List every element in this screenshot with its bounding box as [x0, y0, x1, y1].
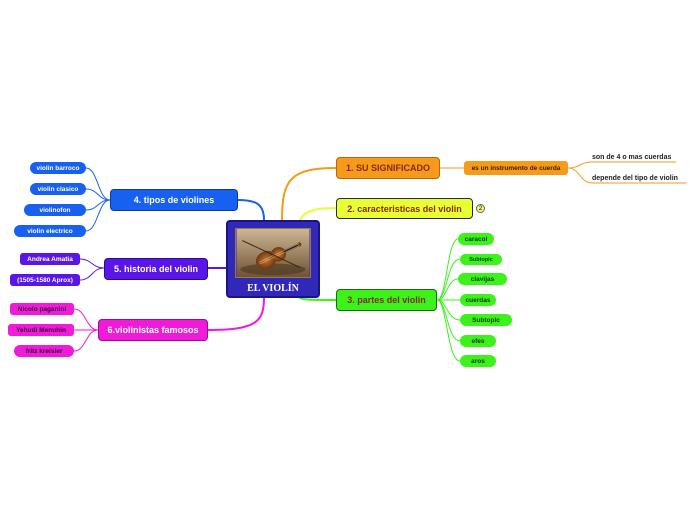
topic-partes[interactable]: 3. partes del violin: [336, 289, 437, 311]
violinista-item[interactable]: Nicolo paganini: [10, 303, 74, 315]
topic-significado-label: 1. SU SIGNIFICADO: [345, 163, 430, 173]
tipo-item-label: violin clasico: [37, 185, 79, 193]
violinista-item-label: Nicolo paganini: [17, 305, 67, 313]
connector-tipos: [237, 199, 265, 221]
part-item-label: Subtopic: [472, 316, 500, 324]
topic-partes-label: 3. partes del violin: [347, 295, 426, 305]
part-item-label: caracol: [464, 235, 488, 243]
detail-cuerdas-label: son de 4 o mas cuerdas: [592, 153, 672, 161]
historia-item[interactable]: (1505-1580 Aprox): [10, 274, 80, 286]
detail-tipo-label: depende del tipo de violin: [592, 174, 678, 182]
topic-violinistas[interactable]: 6.violinistas famosos: [98, 319, 208, 341]
historia-item-label: Andrea Amatia: [27, 255, 73, 263]
part-item[interactable]: efes: [460, 335, 496, 347]
topic-historia[interactable]: 5. historia del violin: [104, 258, 208, 280]
violinista-item-label: Yehudi Menuhin: [16, 326, 66, 334]
part-item-label: aros: [471, 357, 485, 365]
violinista-item[interactable]: Yehudi Menuhin: [8, 324, 74, 336]
part-item[interactable]: Subtopic: [460, 314, 512, 326]
tipo-item[interactable]: violinofon: [24, 204, 86, 216]
part-item-label: cuerdas: [465, 296, 491, 304]
detail-cuerdas[interactable]: son de 4 o mas cuerdas: [592, 152, 678, 162]
tipo-item[interactable]: violin clasico: [30, 183, 86, 195]
part-item-label: clavijas: [470, 275, 495, 283]
part-item-label: Subtopic: [469, 256, 493, 263]
child-count-label: 2: [478, 205, 483, 212]
historia-item[interactable]: Andrea Amatia: [20, 253, 80, 265]
tipo-item-label: violin electrico: [27, 227, 73, 235]
violinista-item-label: fritz kreisler: [25, 347, 63, 355]
part-item-label: efes: [471, 337, 485, 345]
central-topic[interactable]: EL VIOLÍN: [226, 220, 320, 298]
topic-historia-label: 5. historia del violin: [113, 264, 199, 274]
subtopic-instrumento-label: es un instrumento de cuerda: [471, 164, 561, 172]
topic-caracteristicas-label: 2. caracteristicas del violin: [347, 203, 462, 214]
part-item[interactable]: cuerdas: [460, 294, 496, 306]
topic-significado[interactable]: 1. SU SIGNIFICADO: [336, 157, 440, 179]
tipo-item[interactable]: violin barroco: [30, 162, 86, 174]
child-count-badge[interactable]: 2: [476, 204, 485, 213]
part-item[interactable]: aros: [460, 355, 496, 367]
connector-partes: [299, 297, 337, 301]
topic-caracteristicas[interactable]: 2. caracteristicas del violin: [336, 198, 473, 219]
violinista-item[interactable]: fritz kreisler: [14, 345, 74, 357]
tipo-item-label: violin barroco: [36, 164, 80, 172]
connector-violinistas: [207, 297, 265, 331]
center-title: EL VIOLÍN: [247, 283, 299, 294]
connector-caracteristicas: [299, 207, 337, 221]
subtopic-instrumento[interactable]: es un instrumento de cuerda: [464, 161, 568, 175]
part-item[interactable]: caracol: [458, 233, 494, 245]
topic-tipos-label: 4. tipos de violines: [133, 195, 215, 205]
tipo-item[interactable]: violin electrico: [14, 225, 86, 237]
topic-tipos[interactable]: 4. tipos de violines: [110, 189, 238, 211]
historia-item-label: (1505-1580 Aprox): [17, 276, 73, 284]
detail-tipo[interactable]: depende del tipo de violin: [592, 173, 688, 183]
violin-photo-icon: [235, 228, 311, 278]
connector-significado: [281, 167, 337, 221]
tipo-item-label: violinofon: [39, 206, 71, 214]
part-item[interactable]: clavijas: [458, 273, 507, 285]
topic-violinistas-label: 6.violinistas famosos: [107, 325, 199, 335]
part-item[interactable]: Subtopic: [460, 254, 502, 265]
